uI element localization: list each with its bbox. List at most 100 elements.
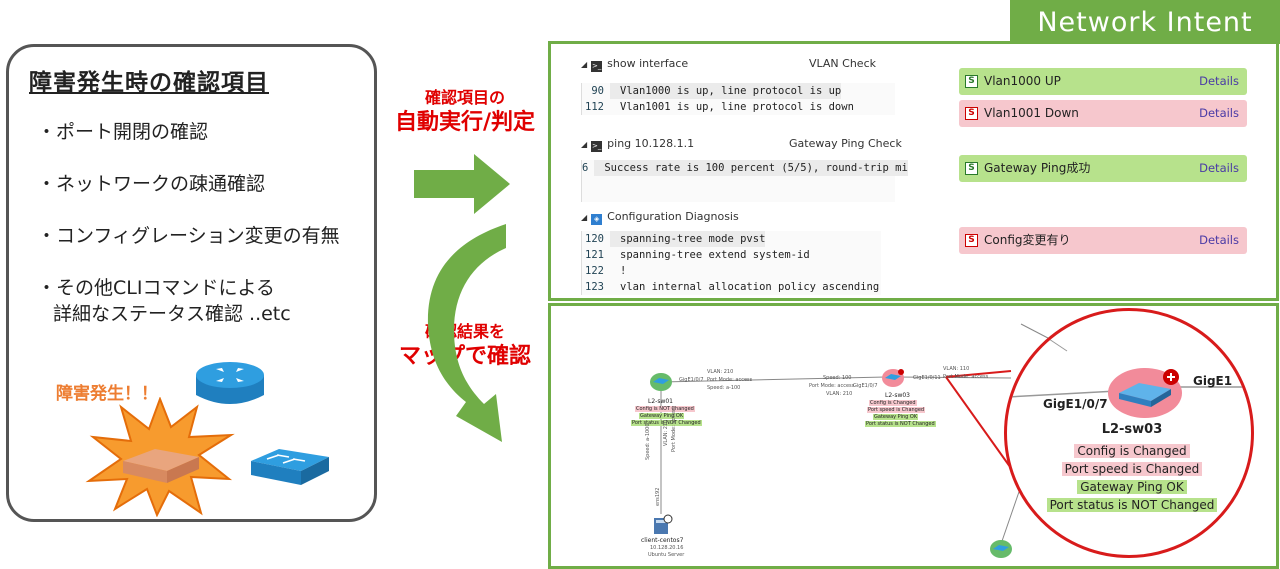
zoom-tag: Port status is NOT Changed xyxy=(1007,497,1251,514)
zoom-tag: Port speed is Changed xyxy=(1007,461,1251,478)
checklist-item: 詳細なステータス確認 ..etc xyxy=(53,303,291,325)
link1-speed: Speed: a-100 xyxy=(707,385,741,391)
details-link[interactable]: Details xyxy=(1199,74,1239,88)
section-check-name: VLAN Check xyxy=(809,57,876,70)
sw03-name: L2-sw03 xyxy=(885,392,910,399)
line-text: Vlan1001 is up, line protocol is down xyxy=(620,101,854,113)
section-command: ping 10.128.1.1 xyxy=(607,137,695,150)
sw03-port: GigE1/0/11 xyxy=(913,375,941,381)
collapse-triangle-icon[interactable]: ◢ xyxy=(581,60,588,69)
alert-label: 障害発生！！ xyxy=(56,384,158,404)
vertical-vlan: VLAN: 210 xyxy=(663,419,669,446)
script-icon: S xyxy=(965,75,978,88)
link2-port: GigE1/0/7 xyxy=(853,383,878,389)
sw01-tag: Gateway Ping OK xyxy=(639,413,685,419)
router-icon xyxy=(196,362,264,404)
section-command: show interface xyxy=(607,57,689,70)
switch-node-icon[interactable] xyxy=(989,539,1013,559)
sw01-node-icon[interactable] xyxy=(649,372,673,392)
sw03-tag: Port status is NOT Changed xyxy=(865,421,936,427)
sw01-port: GigE1/0/7 xyxy=(679,377,704,383)
checklist-item: ・ネットワークの疎通確認 xyxy=(37,173,266,195)
sw03-tag: Gateway Ping OK xyxy=(873,414,919,420)
link2-vlan: VLAN: 210 xyxy=(826,391,853,397)
line-number: 123 xyxy=(585,281,604,293)
zoom-port-left: GigE1/0/7 xyxy=(1043,397,1108,411)
sw01-tag: Config is NOT Changed xyxy=(635,406,695,412)
line-text: spanning-tree mode pvst xyxy=(610,231,766,247)
link3-vlan: VLAN: 110 xyxy=(943,366,970,372)
section-check-name: Gateway Ping Check xyxy=(789,137,902,150)
code-line: 90 Vlan1000 is up, line protocol is up xyxy=(582,83,895,99)
code-line: 122! xyxy=(582,263,881,279)
line-text: spanning-tree extend system-id xyxy=(620,249,810,261)
section-header-config[interactable]: ◢◈Configuration Diagnosis xyxy=(581,210,739,225)
zoom-callout: GigE1/0/7 GigE1 L2-sw03 Config is Change… xyxy=(1004,308,1254,558)
result-text: Gateway Ping成功 xyxy=(984,161,1091,175)
failure-burst-icon xyxy=(85,397,235,517)
checklist-item: ・コンフィグレーション変更の有無 xyxy=(37,225,340,247)
link1-mode: Port Mode: access xyxy=(707,377,753,383)
curved-arrow-icon xyxy=(427,224,506,442)
line-number: 121 xyxy=(585,249,604,261)
code-line: 112 Vlan1001 is up, line protocol is down xyxy=(582,99,895,115)
checklist-title: 障害発生時の確認項目 xyxy=(29,70,269,96)
script-icon: S xyxy=(965,234,978,247)
code-block: 90 Vlan1000 is up, line protocol is up 11… xyxy=(581,83,895,115)
server-os: Ubuntu Server xyxy=(648,552,685,558)
collapse-triangle-icon[interactable]: ◢ xyxy=(581,213,588,222)
zoom-links xyxy=(1007,318,1251,398)
zoom-port-right: GigE1 xyxy=(1193,374,1233,388)
link3-mode: Port Mode: access xyxy=(943,374,989,380)
vertical-mode: Port Mode: access xyxy=(671,406,677,452)
result-text: Vlan1001 Down xyxy=(984,106,1079,120)
result-vlan1000: S Vlan1000 UP Details xyxy=(959,68,1247,95)
details-link[interactable]: Details xyxy=(1199,161,1239,175)
zoom-switch-icon[interactable] xyxy=(1107,367,1183,419)
terminal-icon: >_ xyxy=(591,141,603,152)
zoom-tag: Gateway Ping OK xyxy=(1007,479,1251,496)
result-text: Vlan1000 UP xyxy=(984,74,1061,88)
server-icon[interactable] xyxy=(651,514,673,536)
result-gateway-ping: S Gateway Ping成功 Details xyxy=(959,155,1247,182)
zoom-tag-text: Port speed is Changed xyxy=(1061,462,1203,476)
line-number: 6 xyxy=(582,162,589,174)
line-number: 120 xyxy=(585,233,604,245)
result-vlan1001: S Vlan1001 Down Details xyxy=(959,100,1247,127)
checklist-item: ・ポート開閉の確認 xyxy=(37,121,209,143)
zoom-tag-text: Gateway Ping OK xyxy=(1077,480,1187,494)
link1-vlan: VLAN: 210 xyxy=(707,369,734,375)
right-arrow-icon xyxy=(414,154,510,214)
line-number: 122 xyxy=(585,265,604,277)
sw01-name: L2-sw01 xyxy=(648,398,673,405)
line-number: 90 xyxy=(591,85,604,97)
script-icon: S xyxy=(965,107,978,120)
auto-run-label-1: 確認項目の xyxy=(424,88,505,107)
line-text: Vlan1000 is up, line protocol is up xyxy=(610,83,842,99)
zoom-tag-text: Port status is NOT Changed xyxy=(1046,498,1218,512)
auto-run-label-2: 自動実行/判定 xyxy=(394,110,536,135)
script-icon: S xyxy=(965,162,978,175)
line-text: ! xyxy=(620,265,627,277)
sw03-node-icon[interactable] xyxy=(881,368,905,388)
config-diagnosis-icon: ◈ xyxy=(591,214,603,225)
zoom-tag: Config is Changed xyxy=(1007,443,1251,460)
checklist-item: ・その他CLIコマンドによる xyxy=(37,277,275,299)
code-line: 120 spanning-tree mode pvst xyxy=(582,231,881,247)
section-header-ping[interactable]: ◢>_ ping 10.128.1.1 xyxy=(581,137,694,152)
result-text: Config変更有り xyxy=(984,233,1071,247)
code-line: 121 spanning-tree extend system-id xyxy=(582,247,881,263)
details-link[interactable]: Details xyxy=(1199,233,1239,247)
checklist-panel: 障害発生時の確認項目 ・ポート開閉の確認 ・ネットワークの疎通確認 ・コンフィグ… xyxy=(6,44,377,522)
collapse-triangle-icon[interactable]: ◢ xyxy=(581,140,588,149)
section-header-show-interface[interactable]: ◢>_ show interface xyxy=(581,57,688,72)
line-number: 112 xyxy=(585,101,604,113)
result-config-changed: S Config変更有り Details xyxy=(959,227,1247,254)
terminal-icon: >_ xyxy=(591,61,603,72)
details-link[interactable]: Details xyxy=(1199,106,1239,120)
